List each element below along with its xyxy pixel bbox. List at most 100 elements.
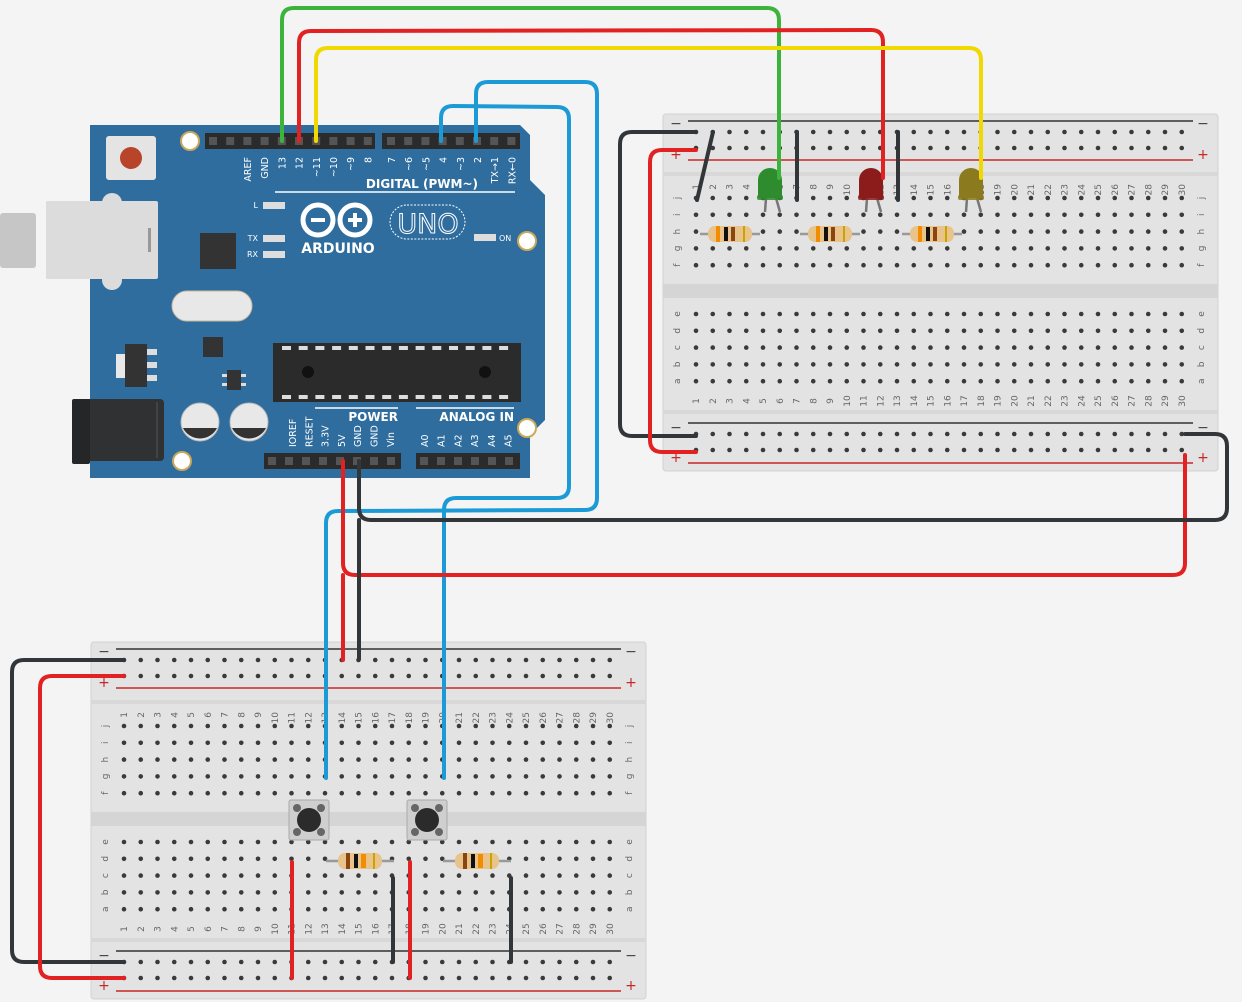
breadboard-hole[interactable]: [255, 959, 261, 965]
breadboard-hole[interactable]: [222, 723, 227, 729]
breadboard-hole[interactable]: [810, 129, 816, 135]
breadboard-hole[interactable]: [188, 740, 194, 746]
breadboard-hole[interactable]: [423, 774, 428, 779]
breadboard-hole[interactable]: [978, 345, 984, 350]
breadboard-hole[interactable]: [322, 890, 328, 895]
breadboard-hole[interactable]: [188, 774, 194, 779]
breadboard-hole[interactable]: [305, 959, 311, 965]
breadboard-hole[interactable]: [1145, 145, 1151, 151]
breadboard-hole[interactable]: [356, 873, 361, 878]
breadboard-hole[interactable]: [961, 345, 967, 350]
breadboard-hole[interactable]: [1045, 229, 1051, 234]
breadboard-hole[interactable]: [372, 906, 378, 912]
breadboard-hole[interactable]: [1028, 195, 1034, 201]
breadboard-hole[interactable]: [339, 723, 345, 729]
breadboard-hole[interactable]: [238, 890, 244, 895]
header-pin[interactable]: [336, 457, 344, 465]
breadboard-hole[interactable]: [961, 328, 967, 334]
breadboard-hole[interactable]: [928, 378, 933, 384]
breadboard-hole[interactable]: [877, 311, 883, 317]
breadboard-hole[interactable]: [540, 757, 546, 762]
breadboard-hole[interactable]: [777, 229, 783, 234]
breadboard-hole[interactable]: [406, 757, 412, 762]
breadboard-hole[interactable]: [827, 311, 833, 317]
breadboard-hole[interactable]: [372, 790, 378, 796]
header-pin[interactable]: [404, 137, 413, 145]
breadboard-hole[interactable]: [727, 362, 732, 367]
header-pin[interactable]: [437, 457, 445, 465]
breadboard-hole[interactable]: [1011, 311, 1017, 317]
breadboard-hole[interactable]: [1095, 145, 1101, 151]
breadboard-hole[interactable]: [1162, 229, 1168, 234]
breadboard-hole[interactable]: [1011, 246, 1017, 251]
breadboard-hole[interactable]: [523, 774, 529, 779]
breadboard-hole[interactable]: [473, 873, 479, 878]
breadboard-hole[interactable]: [188, 975, 194, 981]
breadboard-hole[interactable]: [238, 873, 244, 878]
breadboard-hole[interactable]: [1028, 246, 1034, 251]
breadboard-hole[interactable]: [743, 145, 749, 151]
breadboard-hole[interactable]: [171, 856, 177, 862]
breadboard-hole[interactable]: [473, 890, 479, 895]
breadboard-hole[interactable]: [339, 673, 345, 679]
breadboard-hole[interactable]: [1162, 345, 1168, 350]
breadboard-hole[interactable]: [188, 890, 194, 895]
breadboard-hole[interactable]: [523, 673, 529, 679]
breadboard-hole[interactable]: [272, 856, 278, 862]
breadboard-hole[interactable]: [557, 723, 562, 729]
breadboard-hole[interactable]: [1028, 212, 1034, 218]
breadboard-hole[interactable]: [590, 890, 596, 895]
wire-pin13-green-led[interactable]: [280, 6, 781, 180]
breadboard-hole[interactable]: [1145, 328, 1151, 334]
pushbutton[interactable]: [406, 799, 448, 841]
breadboard-hole[interactable]: [557, 890, 562, 895]
breadboard-hole[interactable]: [171, 890, 177, 895]
breadboard-hole[interactable]: [540, 890, 546, 895]
breadboard-hole[interactable]: [272, 673, 278, 679]
breadboard-hole[interactable]: [911, 328, 917, 334]
breadboard-hole[interactable]: [1112, 195, 1118, 201]
breadboard-hole[interactable]: [439, 890, 445, 895]
breadboard-hole[interactable]: [1129, 311, 1134, 317]
breadboard-hole[interactable]: [777, 362, 783, 367]
breadboard-hole[interactable]: [590, 959, 596, 965]
breadboard-hole[interactable]: [356, 723, 361, 729]
breadboard-hole[interactable]: [573, 975, 579, 981]
reset-button[interactable]: [106, 136, 156, 180]
breadboard-hole[interactable]: [693, 378, 699, 384]
breadboard-hole[interactable]: [372, 839, 378, 845]
header-pin[interactable]: [387, 137, 395, 145]
breadboard-hole[interactable]: [607, 906, 613, 912]
breadboard-hole[interactable]: [794, 378, 799, 384]
breadboard-hole[interactable]: [305, 839, 311, 845]
breadboard-hole[interactable]: [523, 740, 529, 746]
breadboard-hole[interactable]: [894, 212, 900, 218]
wire-pin2-button[interactable]: [324, 80, 599, 780]
breadboard-hole[interactable]: [710, 431, 716, 437]
breadboard-hole[interactable]: [573, 856, 579, 862]
breadboard-hole[interactable]: [406, 740, 412, 746]
breadboard-hole[interactable]: [339, 757, 345, 762]
breadboard-hole[interactable]: [356, 790, 361, 796]
breadboard-hole[interactable]: [1129, 328, 1134, 334]
breadboard-hole[interactable]: [1078, 447, 1084, 453]
breadboard-hole[interactable]: [911, 212, 917, 218]
breadboard-hole[interactable]: [456, 790, 462, 796]
breadboard-hole[interactable]: [305, 657, 311, 663]
breadboard-hole[interactable]: [794, 311, 799, 317]
breadboard-hole[interactable]: [255, 906, 261, 912]
breadboard-hole[interactable]: [540, 740, 546, 746]
breadboard-hole[interactable]: [727, 311, 732, 317]
breadboard-hole[interactable]: [356, 757, 361, 762]
breadboard-hole[interactable]: [339, 906, 345, 912]
breadboard-hole[interactable]: [423, 856, 428, 862]
breadboard-hole[interactable]: [995, 345, 1000, 350]
breadboard-hole[interactable]: [928, 195, 933, 201]
breadboard-hole[interactable]: [777, 345, 783, 350]
breadboard-hole[interactable]: [877, 328, 883, 334]
breadboard-hole[interactable]: [523, 873, 529, 878]
breadboard-hole[interactable]: [423, 959, 428, 965]
breadboard-hole[interactable]: [222, 673, 227, 679]
breadboard-hole[interactable]: [877, 212, 883, 218]
breadboard-hole[interactable]: [423, 790, 428, 796]
